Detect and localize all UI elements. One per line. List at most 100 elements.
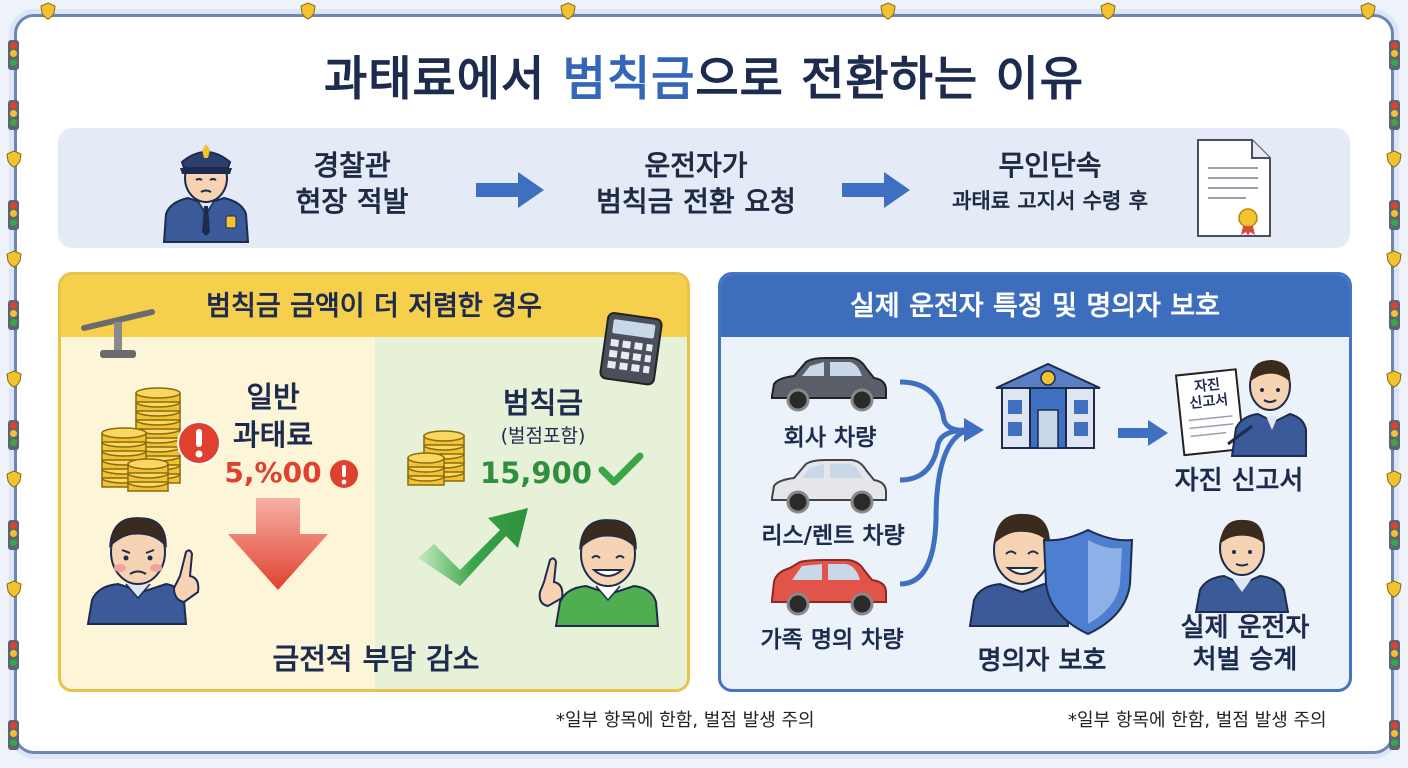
warning-icon bbox=[177, 421, 221, 465]
decrease-arrow-icon bbox=[228, 498, 328, 590]
traffic-light-icon bbox=[1389, 720, 1400, 750]
title-prefix: 과태료에서 bbox=[324, 52, 563, 107]
flow-step-police: 경찰관 현장 적발 bbox=[262, 148, 442, 220]
flow-arrow-icon bbox=[1118, 420, 1168, 446]
traffic-light-icon bbox=[8, 640, 19, 670]
page-title: 과태료에서 범칙금으로 전환하는 이유 bbox=[0, 40, 1408, 109]
increase-arrow-icon bbox=[418, 508, 528, 586]
police-badge-icon bbox=[6, 470, 22, 488]
warning-small-icon bbox=[330, 460, 358, 488]
footnote-right: *일부 항목에 한함, 벌점 발생 주의 bbox=[1068, 710, 1327, 731]
lease-rental-car-icon bbox=[771, 459, 887, 514]
happy-person-icon bbox=[538, 519, 660, 627]
traffic-light-icon bbox=[8, 40, 19, 70]
traffic-light-icon bbox=[8, 420, 19, 450]
police-officer-icon bbox=[162, 144, 250, 243]
general-fee-amount: 5,%00 bbox=[224, 456, 322, 489]
police-badge-icon bbox=[6, 250, 22, 268]
traffic-light-icon bbox=[8, 200, 19, 230]
coin-top bbox=[127, 458, 169, 470]
traffic-light-icon bbox=[8, 100, 19, 130]
flow-step-driver-line1: 운전자가 bbox=[644, 149, 748, 182]
burden-reduction-label: 금전적 부담 감소 bbox=[272, 642, 480, 676]
traffic-light-icon bbox=[1389, 200, 1400, 230]
coin-top bbox=[101, 427, 147, 439]
vehicle-label-company: 회사 차량 bbox=[783, 425, 877, 451]
self-report-label: 자진 신고서 bbox=[1174, 466, 1304, 496]
coin-top bbox=[423, 430, 465, 442]
police-badge-icon bbox=[40, 2, 56, 20]
family-car-icon bbox=[771, 559, 887, 616]
driver-identification-panel-header bbox=[721, 275, 1349, 337]
police-badge-icon bbox=[1100, 2, 1116, 20]
traffic-light-icon bbox=[1389, 420, 1400, 450]
coin-top bbox=[135, 387, 181, 399]
owner-protect-label: 명의자 보호 bbox=[977, 646, 1107, 676]
general-fee-line2: 과태료 bbox=[232, 418, 314, 452]
traffic-light-icon bbox=[1389, 640, 1400, 670]
flow-step-unmanned-line2: 과태료 고지서 수령 후 bbox=[952, 189, 1148, 213]
fine-line2: (벌점포함) bbox=[500, 425, 586, 447]
flow-step-police-line1: 경찰관 bbox=[313, 149, 391, 182]
vehicle-label-lease: 리스/렌트 차량 bbox=[761, 523, 905, 549]
traffic-light-icon bbox=[1389, 40, 1400, 70]
fine-label: 범칙금 (벌점포함) bbox=[478, 384, 608, 450]
police-station-icon bbox=[995, 362, 1101, 449]
driver-penalty-line1: 실제 운전자 bbox=[1180, 613, 1310, 643]
balance-scale-icon bbox=[81, 309, 155, 358]
title-suffix: 으로 전환하는 이유 bbox=[695, 52, 1084, 107]
actual-driver-icon bbox=[1194, 519, 1290, 613]
calculator-icon bbox=[599, 312, 663, 386]
driver-penalty-label: 실제 운전자 처벌 승계 bbox=[1160, 612, 1330, 676]
police-badge-icon bbox=[1360, 2, 1376, 20]
traffic-light-icon bbox=[8, 300, 19, 330]
police-badge-icon bbox=[6, 580, 22, 598]
process-flow-strip bbox=[58, 128, 1350, 248]
police-badge-icon bbox=[6, 370, 22, 388]
cheaper-fine-panel-title: 범칙금 금액이 더 저렴한 경우 bbox=[206, 291, 542, 322]
general-fee-label: 일반 과태료 bbox=[218, 378, 328, 454]
flow-step-driver-request: 운전자가 범칙금 전환 요청 bbox=[566, 148, 826, 220]
shield-icon bbox=[1042, 528, 1134, 636]
fine-amount: 15,900 bbox=[480, 456, 592, 490]
general-fee-line1: 일반 bbox=[246, 380, 300, 414]
flow-step-driver-line2: 범칙금 전환 요청 bbox=[596, 185, 796, 218]
converging-arrows-icon bbox=[899, 379, 984, 587]
vehicle-label-family: 가족 명의 차량 bbox=[760, 627, 904, 653]
driver-identification-panel-title: 실제 운전자 특정 및 명의자 보호 bbox=[850, 291, 1220, 322]
police-badge-icon bbox=[1386, 250, 1402, 268]
coin-stack-large-icon bbox=[101, 387, 181, 492]
owner-person-icon bbox=[968, 513, 1070, 627]
traffic-light-icon bbox=[1389, 100, 1400, 130]
traffic-light-icon bbox=[1389, 300, 1400, 330]
flow-arrow-icon bbox=[476, 172, 544, 208]
police-badge-icon bbox=[1386, 370, 1402, 388]
title-highlight: 범칙금 bbox=[562, 52, 696, 107]
flow-arrow-icon bbox=[842, 172, 910, 208]
police-badge-icon bbox=[1386, 150, 1402, 168]
police-badge-icon bbox=[560, 2, 576, 20]
police-badge-icon bbox=[880, 2, 896, 20]
checkmark-icon bbox=[598, 452, 644, 486]
cheaper-fine-panel-header bbox=[61, 275, 687, 337]
traffic-light-icon bbox=[8, 520, 19, 550]
notice-document-icon bbox=[1197, 139, 1271, 237]
coin-stack-small-icon bbox=[407, 430, 465, 486]
traffic-light-icon bbox=[8, 720, 19, 750]
fine-line1: 범칙금 bbox=[502, 386, 584, 420]
police-badge-icon bbox=[6, 150, 22, 168]
company-car-icon bbox=[771, 357, 887, 412]
police-badge-icon bbox=[1386, 580, 1402, 598]
flow-step-unmanned-line1: 무인단속 bbox=[998, 149, 1102, 182]
flow-step-police-line2: 현장 적발 bbox=[295, 185, 409, 218]
coin-top bbox=[407, 452, 445, 464]
police-badge-icon bbox=[1386, 470, 1402, 488]
police-badge-icon bbox=[300, 2, 316, 20]
writing-person-icon bbox=[1227, 360, 1307, 457]
footnote-left: *일부 항목에 한함, 벌점 발생 주의 bbox=[556, 710, 815, 731]
driver-penalty-line2: 처벌 승계 bbox=[1192, 645, 1298, 675]
traffic-light-icon bbox=[1389, 520, 1400, 550]
flow-step-unmanned: 무인단속 과태료 고지서 수령 후 bbox=[920, 148, 1180, 218]
fine-side-background bbox=[375, 337, 687, 689]
self-report-document-icon bbox=[1174, 368, 1246, 457]
